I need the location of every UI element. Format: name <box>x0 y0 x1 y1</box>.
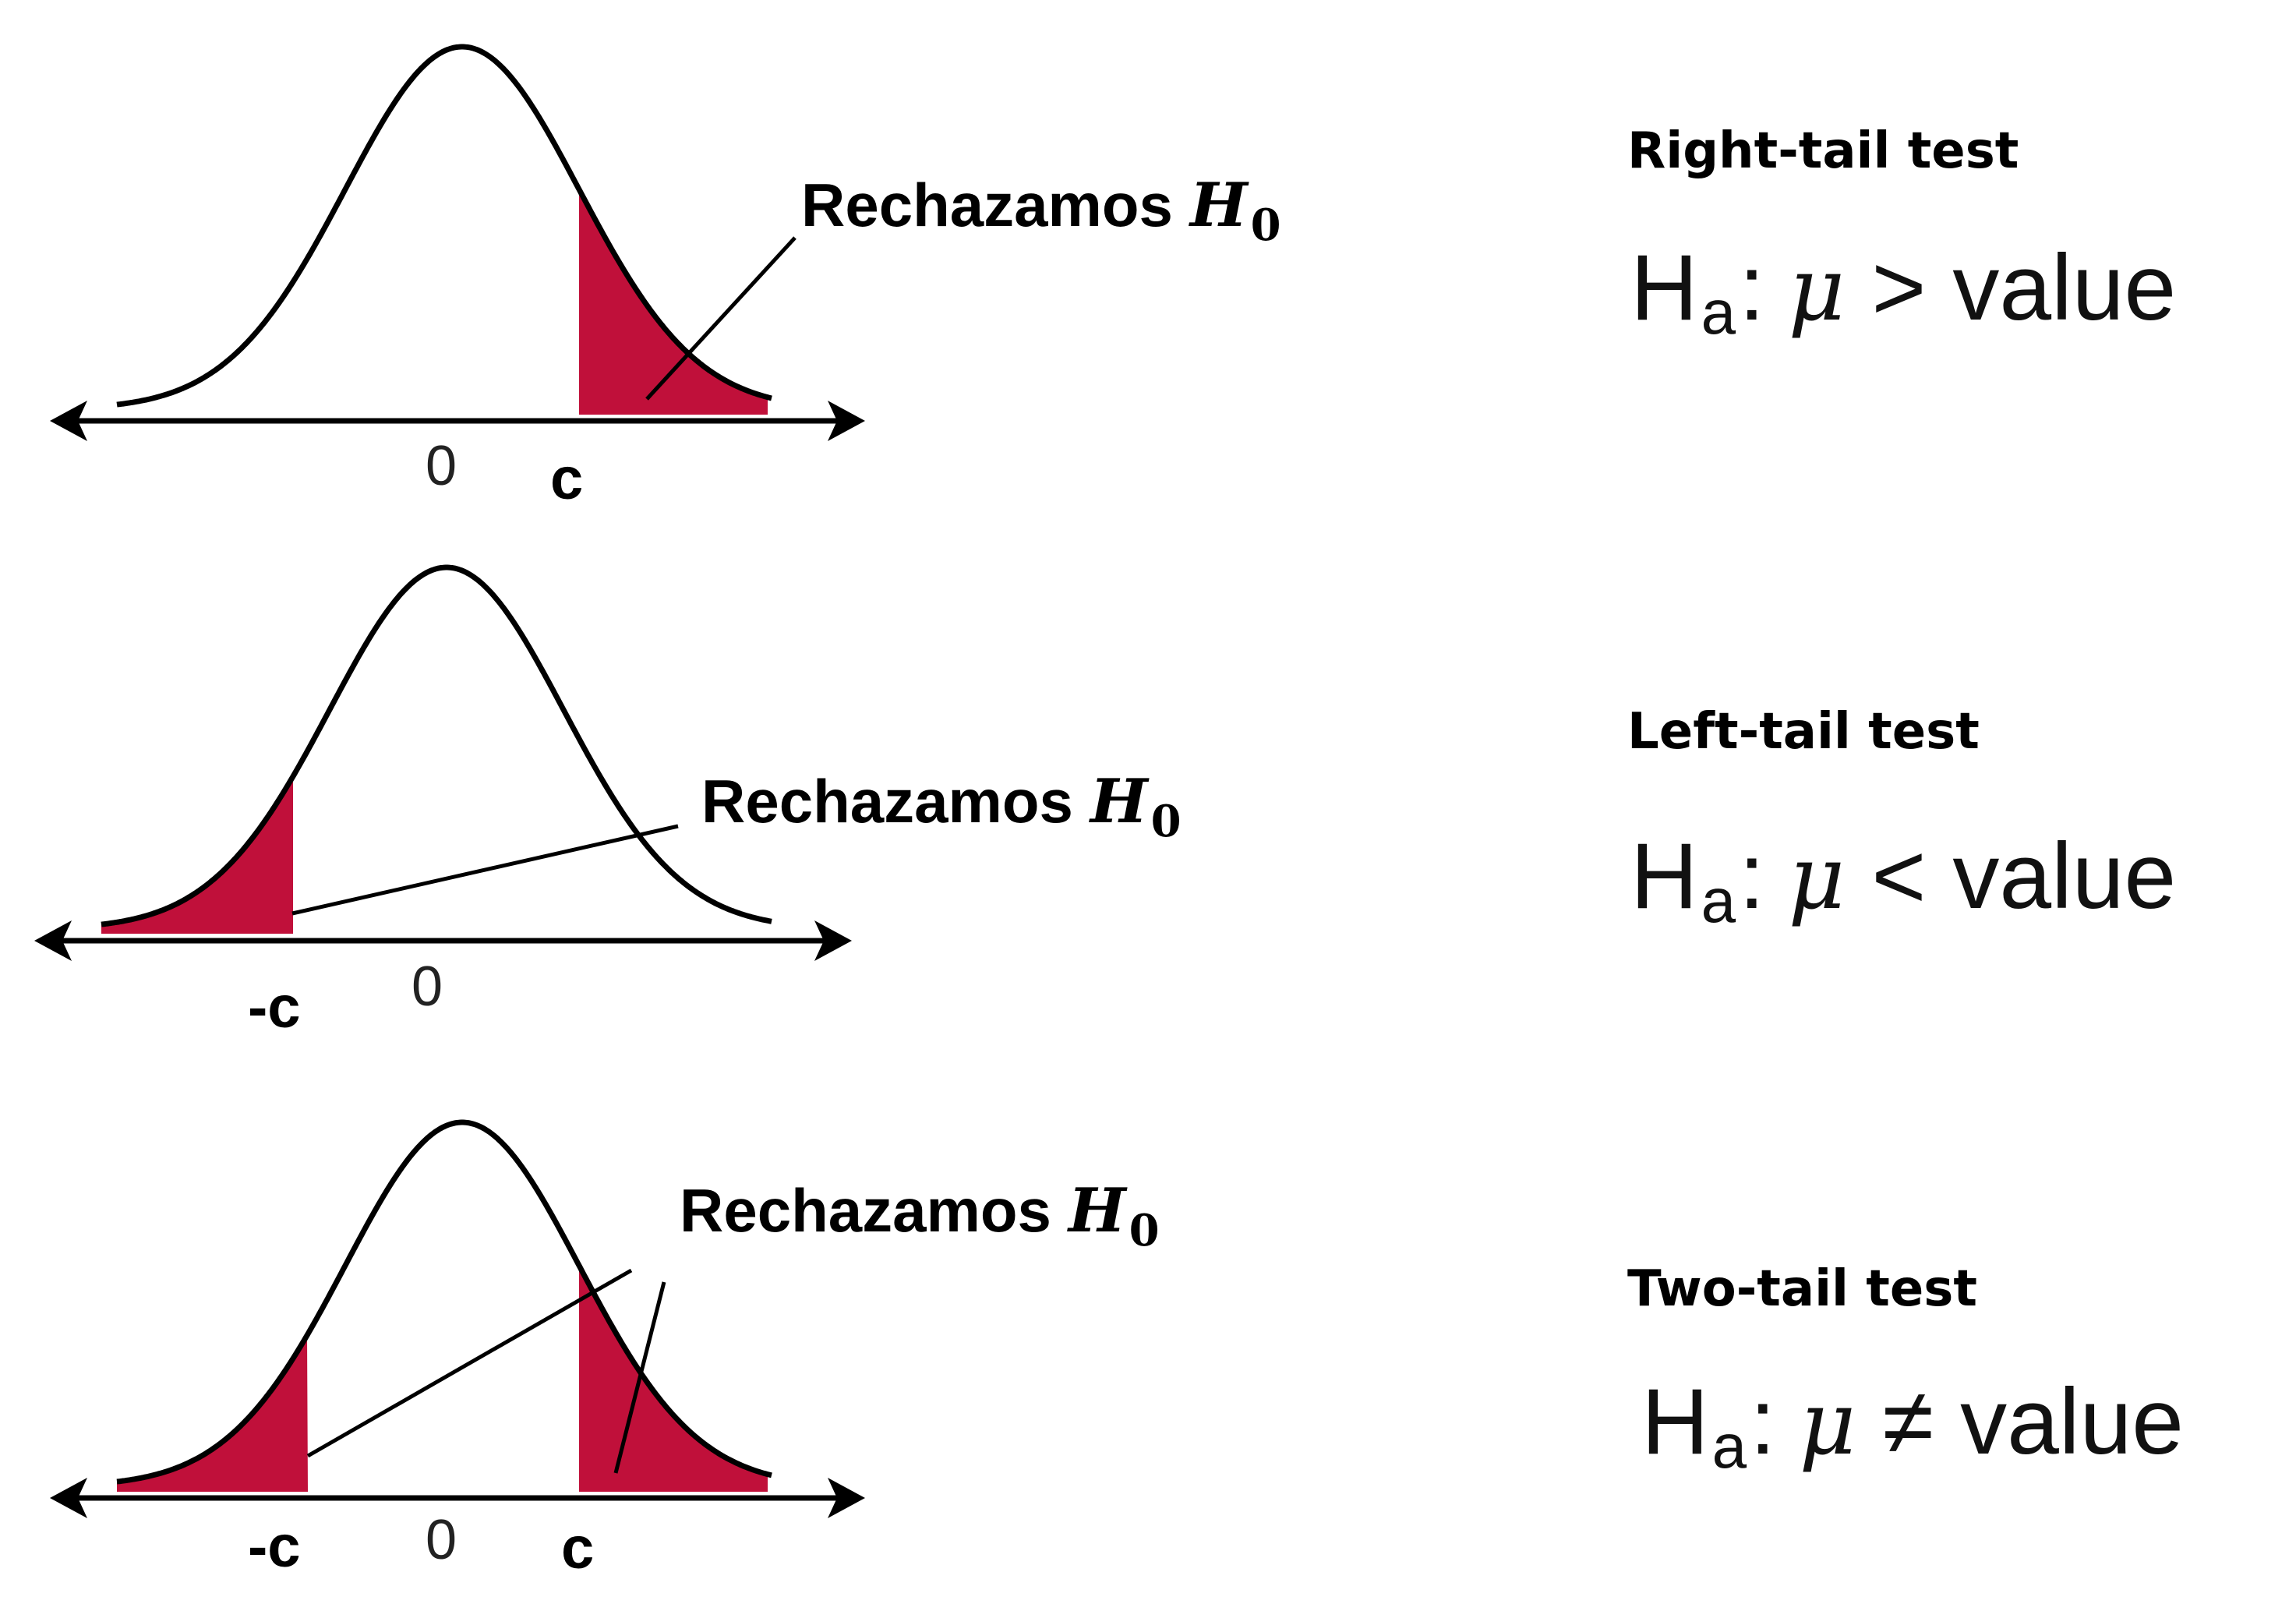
zero-tick-label: 0 <box>426 1509 457 1571</box>
normal-curve <box>116 1119 772 1485</box>
panel-two-tail: Rechazamos H 0 -c 0 c Two-tail test H a … <box>50 1119 2184 1581</box>
reject-label: Rechazamos H 0 <box>680 1175 1160 1256</box>
critical-value-label: c <box>550 446 583 512</box>
zero-tick-label: 0 <box>426 435 457 497</box>
panel-left-tail: Rechazamos H 0 -c 0 Left-tail test H a :… <box>34 564 2176 1040</box>
horizontal-axis <box>50 401 865 441</box>
alternative-hypothesis: H a : μ < value <box>1630 824 2176 935</box>
axis-left-arrow-icon <box>34 920 72 961</box>
alternative-hypothesis: H a : μ > value <box>1630 235 2176 347</box>
axis-right-arrow-icon <box>828 401 865 441</box>
pointer-line <box>306 1268 633 1458</box>
critical-value-label: c <box>561 1515 594 1581</box>
test-title: Right-tail test <box>1627 122 2019 180</box>
zero-tick-label: 0 <box>412 956 443 1018</box>
test-title: Two-tail test <box>1627 1260 1977 1318</box>
axis-right-arrow-icon <box>828 1478 865 1518</box>
normal-curve <box>116 44 772 408</box>
horizontal-axis <box>50 1478 865 1518</box>
alternative-hypothesis: H a : μ ≠ value <box>1641 1369 2184 1481</box>
critical-value-label: -c <box>248 1514 301 1580</box>
right-tail-rejection-area <box>579 1265 768 1492</box>
horizontal-axis <box>34 920 852 961</box>
axis-left-arrow-icon <box>50 1478 87 1518</box>
axis-right-arrow-icon <box>814 920 852 961</box>
critical-value-label: -c <box>248 974 301 1040</box>
reject-label: Rechazamos H 0 <box>801 170 1281 251</box>
right-tail-rejection-area <box>579 189 768 415</box>
panel-right-tail: Rechazamos H 0 0 c Right-tail test H a :… <box>50 44 2176 512</box>
reject-label: Rechazamos H 0 <box>701 766 1182 847</box>
pointer-line <box>291 824 679 916</box>
pointer-line <box>645 236 797 401</box>
axis-left-arrow-icon <box>50 401 87 441</box>
test-title: Left-tail test <box>1627 703 1980 761</box>
normal-curve <box>101 564 772 927</box>
pointer-line <box>613 1281 666 1474</box>
left-tail-rejection-area <box>101 776 293 934</box>
left-tail-rejection-area <box>117 1335 308 1492</box>
